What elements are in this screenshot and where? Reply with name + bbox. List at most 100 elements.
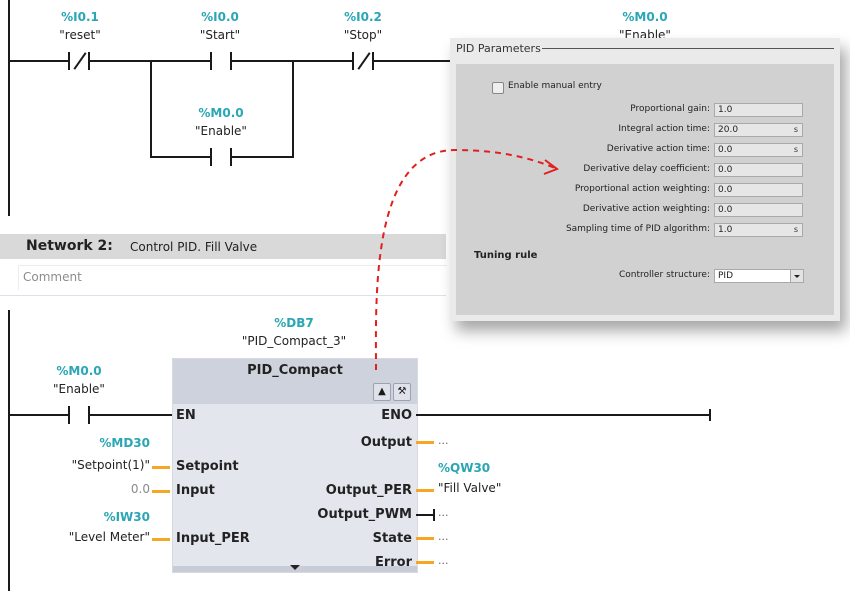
tuning-rule-heading: Tuning rule xyxy=(474,250,538,261)
param-value: 0.0 xyxy=(718,145,733,155)
branch-wire xyxy=(292,60,294,158)
param-unit: s xyxy=(793,145,798,154)
dialog-title: PID Parameters xyxy=(456,42,541,55)
output-pwm-wire-end xyxy=(433,509,435,521)
network-comment-field[interactable]: Comment xyxy=(18,265,447,290)
rung-2-wire xyxy=(90,414,172,416)
eno-wire-end xyxy=(709,409,711,421)
coil-address: %M0.0 xyxy=(622,10,668,24)
proportional-action-weighting-field[interactable]: 0.0 xyxy=(714,183,803,197)
sampling-time-field[interactable]: 1.0 s xyxy=(714,223,803,237)
power-rail-1 xyxy=(8,0,10,216)
output-wire xyxy=(416,441,434,444)
pid-compact-block[interactable]: PID_Compact ▲ ⚒ xyxy=(172,358,418,573)
chevron-down-icon[interactable] xyxy=(790,269,804,283)
no-contact-start[interactable] xyxy=(210,52,232,70)
output-per-operand[interactable]: "Fill Valve" xyxy=(438,481,502,495)
output-pwm-wire xyxy=(416,514,434,516)
network-title: Network 2: xyxy=(26,238,113,254)
state-operand[interactable]: ... xyxy=(438,530,449,543)
pin-setpoint: Setpoint xyxy=(176,459,239,474)
dialog-body: Enable manual entry Proportional gain: 1… xyxy=(456,64,834,315)
setpoint-operand[interactable]: "Setpoint(1)" xyxy=(71,458,150,472)
network-2-header[interactable] xyxy=(0,234,446,259)
expand-pins-icon[interactable] xyxy=(290,565,300,570)
param-label: Integral action time: xyxy=(618,124,710,134)
param-unit: s xyxy=(793,225,798,234)
input-per-operand[interactable]: "Level Meter" xyxy=(68,530,150,544)
commissioning-icon[interactable]: ▲ xyxy=(373,383,391,401)
pin-error: Error xyxy=(374,555,412,570)
state-wire xyxy=(416,537,434,540)
no-contact-enable[interactable] xyxy=(68,406,90,424)
configuration-icon[interactable]: ⚒ xyxy=(393,383,411,401)
input-per-address: %IW30 xyxy=(103,510,150,524)
contact-tag: "Enable" xyxy=(195,124,247,138)
pin-output: Output xyxy=(360,435,412,450)
proportional-gain-field[interactable]: 1.0 xyxy=(714,103,803,117)
param-label: Derivative action time: xyxy=(606,144,710,154)
param-value: 0.0 xyxy=(718,165,733,175)
pin-output-per: Output_PER xyxy=(325,483,412,498)
power-rail-2 xyxy=(8,310,10,591)
branch-wire xyxy=(150,156,210,158)
integral-action-time-field[interactable]: 20.0 s xyxy=(714,123,803,137)
output-per-wire xyxy=(416,489,434,492)
param-value: 0.0 xyxy=(718,185,733,195)
pin-en: EN xyxy=(176,408,196,423)
param-label: Derivative action weighting: xyxy=(582,204,710,214)
contact-tag: "Stop" xyxy=(343,28,383,42)
controller-structure-select[interactable]: PID xyxy=(714,269,791,283)
derivative-action-time-field[interactable]: 0.0 s xyxy=(714,143,803,157)
enable-manual-entry-label: Enable manual entry xyxy=(508,81,602,91)
instance-db-address: %DB7 xyxy=(274,316,314,330)
pin-state: State xyxy=(372,531,412,546)
block-header: PID_Compact ▲ ⚒ xyxy=(173,359,417,404)
setpoint-address: %MD30 xyxy=(99,436,150,450)
setpoint-wire xyxy=(152,466,170,469)
rung-1-wire xyxy=(8,60,68,62)
contact-address: %I0.0 xyxy=(201,10,239,24)
contact-address: %M0.0 xyxy=(56,364,102,378)
param-value: 0.0 xyxy=(718,205,733,215)
nc-contact-reset[interactable] xyxy=(68,52,90,70)
pin-eno: ENO xyxy=(381,408,412,423)
param-value: 1.0 xyxy=(718,225,733,235)
eno-wire xyxy=(416,414,710,416)
param-label: Sampling time of PID algorithm: xyxy=(565,224,710,234)
block-type-title: PID_Compact xyxy=(247,363,343,378)
derivative-delay-coefficient-field[interactable]: 0.0 xyxy=(714,163,803,177)
network-separator xyxy=(0,295,446,296)
input-per-wire xyxy=(152,538,170,541)
error-wire xyxy=(416,561,434,564)
branch-wire xyxy=(150,60,152,158)
derivative-action-weighting-field[interactable]: 0.0 xyxy=(714,203,803,217)
controller-structure-label: Controller structure: xyxy=(618,270,710,280)
contact-address: %I0.2 xyxy=(344,10,382,24)
instance-db-name: "PID_Compact_3" xyxy=(241,334,347,348)
param-value: 20.0 xyxy=(718,125,739,135)
error-operand[interactable]: ... xyxy=(438,554,449,567)
pin-output-pwm: Output_PWM xyxy=(317,507,412,522)
param-unit: s xyxy=(793,125,798,134)
output-per-address: %QW30 xyxy=(438,461,491,475)
contact-address: %M0.0 xyxy=(198,106,244,120)
contact-tag: "reset" xyxy=(59,28,101,42)
no-contact-enable[interactable] xyxy=(210,148,232,166)
param-label: Proportional gain: xyxy=(630,104,710,114)
branch-wire xyxy=(232,156,294,158)
input-operand[interactable]: 0.0 xyxy=(130,482,150,496)
network-description[interactable]: Control PID. Fill Valve xyxy=(130,240,258,254)
comment-placeholder: Comment xyxy=(23,270,82,284)
rung-2-wire xyxy=(8,414,68,416)
contact-tag: "Enable" xyxy=(53,382,105,396)
enable-manual-entry-checkbox[interactable] xyxy=(492,82,504,94)
param-label: Derivative delay coefficient: xyxy=(583,164,710,174)
rung-1-wire xyxy=(374,60,454,62)
output-pwm-operand[interactable]: ... xyxy=(438,506,449,519)
pin-input-per: Input_PER xyxy=(176,531,250,546)
output-operand[interactable]: ... xyxy=(438,434,449,447)
nc-contact-stop[interactable] xyxy=(352,52,374,70)
contact-tag: "Start" xyxy=(199,28,241,42)
param-label: Proportional action weighting: xyxy=(574,184,710,194)
